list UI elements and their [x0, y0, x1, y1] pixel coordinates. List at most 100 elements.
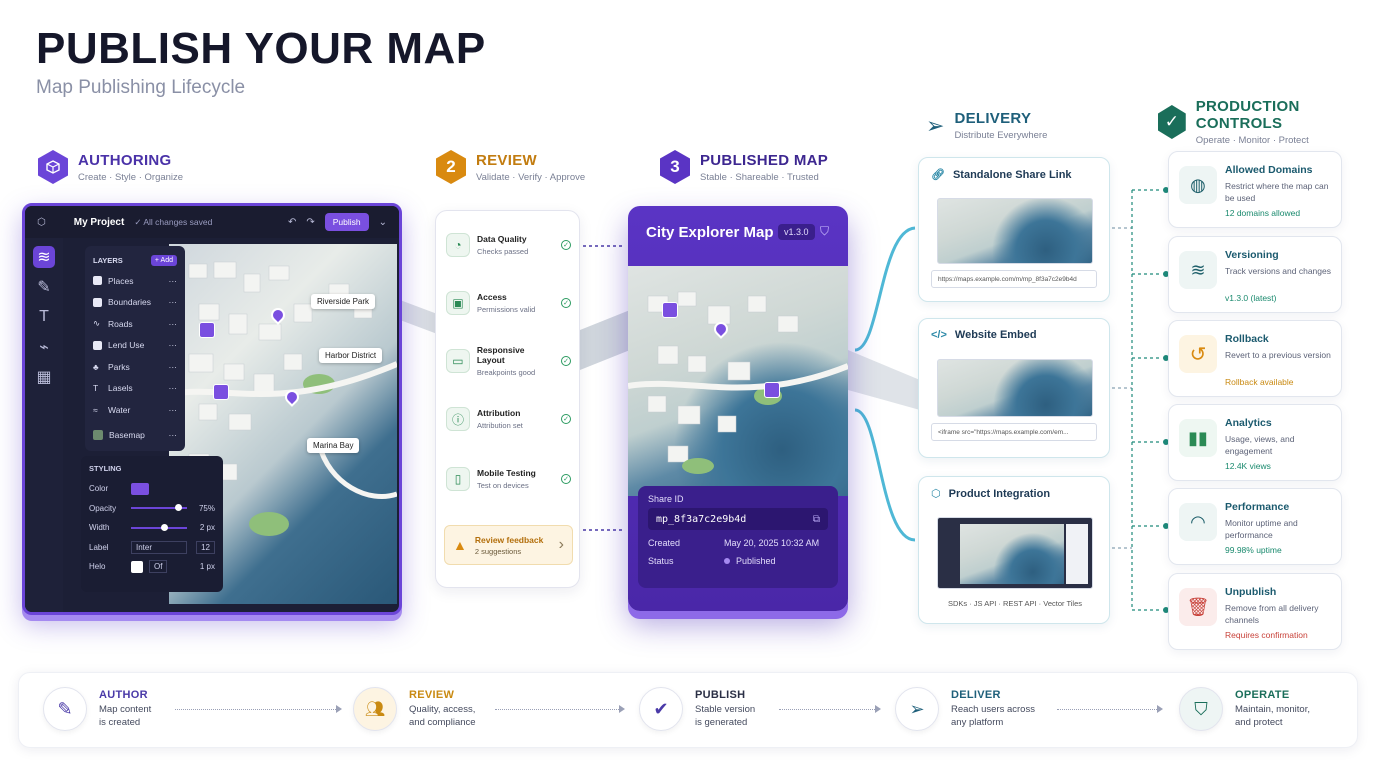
tool-rail: ≋ ✎ T ⌁ ▦	[25, 238, 63, 612]
save-status: ✓ All changes saved	[134, 216, 213, 227]
more-icon[interactable]: ···	[168, 404, 178, 415]
halo-swatch[interactable]	[131, 560, 143, 573]
more-icon[interactable]: ···	[168, 297, 178, 308]
package-icon: ⬡	[931, 488, 941, 500]
chevron-down-icon[interactable]: ⌄	[378, 216, 387, 228]
grid-icon[interactable]: ▦	[36, 369, 52, 386]
layers-panel: LAYERS + Add Places··· Boundaries··· ∿Ro…	[85, 246, 185, 451]
checkbox[interactable]	[93, 297, 102, 307]
rollback-icon: ↺	[1179, 335, 1217, 373]
building-marker-icon[interactable]	[199, 322, 215, 338]
cube-icon	[38, 150, 68, 184]
color-swatch[interactable]	[131, 482, 149, 495]
lock-icon: ▣	[446, 291, 470, 315]
text-icon[interactable]: T	[39, 308, 49, 325]
controls-subtitle: Operate · Monitor · Protect	[1195, 135, 1309, 146]
shield-check-icon: ⛉	[1179, 687, 1223, 731]
basemap-icon	[93, 430, 103, 441]
step-badge: 2	[436, 150, 466, 184]
users-icon: 👥︎	[353, 687, 397, 731]
checkbox[interactable]	[93, 276, 102, 286]
check-icon: ✓	[561, 474, 571, 484]
layer-item[interactable]: ≈Water···	[93, 404, 178, 415]
share-id-field[interactable]: mp_8f3a7c2e9b4d⧉	[648, 508, 828, 530]
more-icon[interactable]: ···	[168, 361, 178, 372]
check-icon: ✓	[561, 414, 571, 424]
opacity-slider[interactable]	[131, 504, 187, 512]
controls-header: ✓ PRODUCTION CONTROLS Operate · Monitor …	[1158, 98, 1376, 146]
chart-icon[interactable]: ⌁	[39, 339, 49, 356]
authoring-title: AUTHORING	[78, 151, 172, 169]
layers-icon: ≋	[1179, 251, 1217, 289]
embed-code-field[interactable]: <iframe src="https://maps.example.com/em…	[931, 423, 1097, 441]
add-layer-button[interactable]: + Add	[150, 254, 177, 266]
more-icon[interactable]: ···	[168, 340, 178, 351]
publish-button[interactable]: Publish	[324, 213, 369, 231]
more-icon[interactable]: ···	[168, 430, 178, 441]
status-dot	[724, 558, 730, 564]
link-icon: 🔗︎	[931, 169, 945, 181]
more-icon[interactable]: ···	[168, 383, 178, 394]
check-icon: ✓	[561, 240, 571, 250]
layer-item[interactable]: Basemap···	[93, 425, 177, 447]
check-circle-icon: ◔	[446, 233, 470, 257]
pen-icon[interactable]: ✎	[37, 279, 51, 296]
size-select[interactable]: 12	[196, 540, 215, 554]
font-select[interactable]: Inter	[131, 540, 187, 554]
published-subtitle: Stable · Shareable · Trusted	[700, 171, 819, 183]
delivery-card[interactable]: </>Website Embed <iframe src="https://ma…	[918, 318, 1110, 458]
redo-icon[interactable]: ↷	[306, 216, 315, 228]
review-header: 2 REVIEW Validate · Verify · Approve	[436, 150, 585, 184]
authoring-editor: ⬡ My Project ✓ All changes saved ↶ ↷ Pub…	[22, 203, 402, 615]
paper-plane-icon: ➢	[895, 687, 939, 731]
map-label: Harbor District	[319, 348, 383, 363]
more-icon[interactable]: ···	[168, 275, 178, 286]
road-icon: ∿	[93, 318, 101, 329]
share-link-field[interactable]: https://maps.example.com/m/mp_8f3a7c2e9b…	[931, 270, 1097, 288]
building-marker-icon[interactable]	[213, 384, 229, 400]
wave-icon: ≈	[93, 404, 98, 415]
layer-item[interactable]: Boundaries···	[93, 292, 177, 314]
delivery-card[interactable]: 🔗︎Standalone Share Link https://maps.exa…	[918, 157, 1110, 302]
layer-item[interactable]: ♣Parks···	[93, 361, 178, 372]
more-icon[interactable]: ···	[168, 318, 178, 329]
width-slider[interactable]	[131, 523, 187, 531]
layer-item[interactable]: ∿Roads···	[93, 318, 178, 329]
building-marker-icon[interactable]	[764, 382, 780, 398]
layer-item[interactable]: Lend Use···	[93, 335, 177, 357]
map-name: City Explorer Map	[646, 224, 774, 241]
halo-select[interactable]: Of	[149, 560, 168, 574]
flow-arrow	[175, 705, 342, 713]
undo-icon[interactable]: ↶	[287, 216, 297, 228]
delivery-title: DELIVERY	[954, 110, 1032, 127]
delivery-card[interactable]: ⬡Product Integration SDKs · JS API · RES…	[918, 476, 1110, 624]
tree-icon: ♣	[93, 361, 99, 372]
layer-item[interactable]: Places···	[93, 270, 177, 292]
share-link-preview	[937, 198, 1093, 264]
copy-icon[interactable]: ⧉	[812, 513, 820, 525]
layers-icon[interactable]: ≋	[33, 246, 55, 268]
published-map-view[interactable]	[628, 266, 848, 496]
checkbox[interactable]	[93, 340, 102, 350]
project-name[interactable]: My Project	[73, 216, 125, 228]
building-marker-icon[interactable]	[662, 302, 678, 318]
map-label: Marina Bay	[307, 438, 360, 453]
